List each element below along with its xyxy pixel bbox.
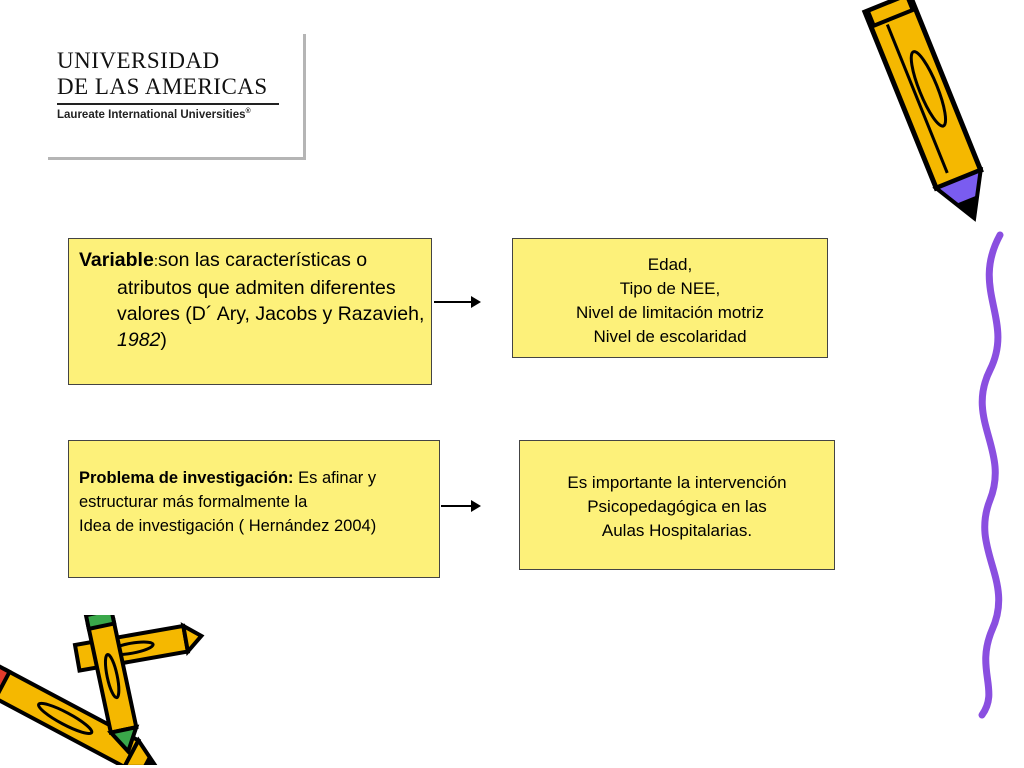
variables-list-item: Tipo de NEE, — [619, 279, 721, 298]
logo-subtitle-text: Laureate International Universities — [57, 108, 246, 121]
variables-list-box: Edad, Tipo de NEE, Nivel de limitación m… — [512, 238, 828, 358]
variable-close: ) — [160, 329, 167, 351]
variable-description: son las características o atributos que … — [117, 249, 425, 325]
logo-divider — [57, 103, 279, 105]
variables-list-item: Nivel de escolaridad — [593, 327, 747, 346]
crossed-pencils-icon — [0, 615, 205, 765]
research-problem-text: Es afinar y — [293, 469, 377, 487]
research-problem-line: Problema de investigación: Es afinar y — [79, 466, 439, 490]
arrow-right-icon — [441, 500, 481, 512]
variable-colon: : — [153, 253, 158, 270]
logo-line-de-las-americas: DE LAS AMERICAS — [57, 74, 268, 99]
logo-subtitle: Laureate International Universities® — [57, 108, 251, 121]
research-problem-term: Problema de investigación: — [79, 469, 294, 487]
conclusion-line: Psicopedagógica en las — [587, 497, 767, 516]
wavy-line — [978, 231, 1004, 719]
conclusion-line: Aulas Hospitalarias. — [601, 521, 753, 540]
pencil-icon — [861, 0, 984, 222]
conclusion-box: Es importante la intervención Psicopedag… — [519, 440, 835, 570]
variable-year: 1982 — [117, 329, 161, 351]
variable-definition-text: Variable:son las características o atrib… — [79, 247, 425, 353]
registered-mark: ® — [245, 108, 251, 115]
variable-term: Variable — [79, 249, 154, 271]
research-problem-line: estructurar más formalmente la — [79, 493, 308, 511]
university-logo: UNIVERSIDAD DE LAS AMERICAS Laureate Int… — [48, 34, 306, 160]
conclusion-line: Es importante la intervención — [567, 473, 787, 492]
research-problem-line: Idea de investigación ( Hernández 2004) — [79, 517, 377, 535]
variables-list-item: Nivel de limitación motriz — [576, 303, 764, 322]
arrow-right-icon — [434, 296, 481, 308]
variables-list-item: Edad, — [647, 255, 693, 274]
logo-line-universidad: UNIVERSIDAD — [57, 48, 220, 73]
variable-definition-box: Variable:son las características o atrib… — [68, 238, 432, 385]
research-problem-box: Problema de investigación: Es afinar y e… — [68, 440, 440, 578]
